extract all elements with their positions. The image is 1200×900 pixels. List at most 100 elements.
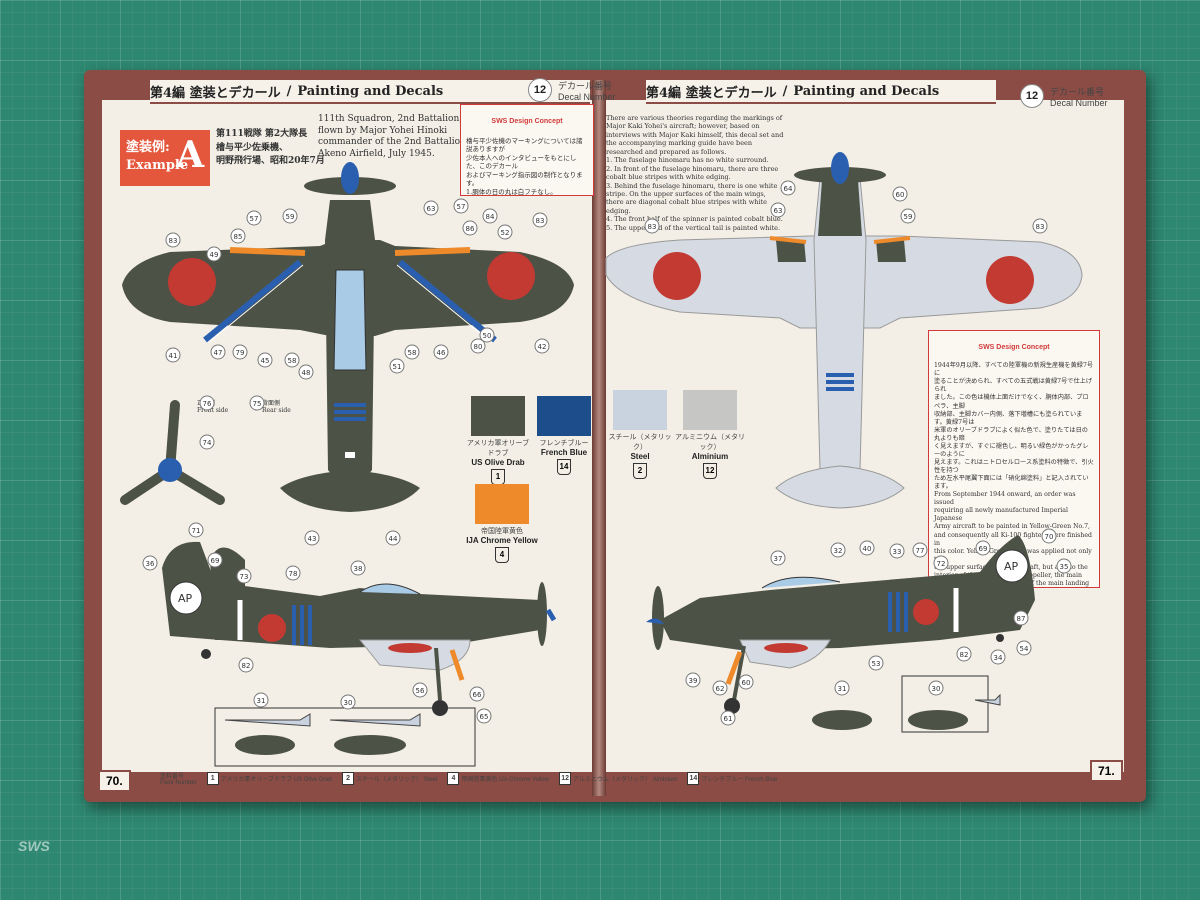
svg-text:31: 31: [257, 697, 266, 705]
svg-text:47: 47: [214, 349, 223, 357]
svg-text:51: 51: [393, 363, 402, 371]
svg-text:AP: AP: [1004, 560, 1019, 573]
svg-text:49: 49: [210, 251, 219, 259]
svg-text:34: 34: [994, 654, 1003, 662]
example-letter: A: [176, 134, 204, 176]
svg-text:75: 75: [253, 400, 262, 408]
left-header: 第4編 塗装とデカール / Painting and Decals: [150, 80, 590, 104]
swatch-en: IJA Chrome Yellow: [466, 536, 538, 545]
svg-text:86: 86: [466, 225, 475, 233]
svg-text:30: 30: [344, 699, 353, 707]
svg-text:37: 37: [774, 555, 783, 563]
decal-badge-jp: デカール番号: [1050, 86, 1105, 97]
svg-text:56: 56: [416, 687, 425, 695]
svg-text:82: 82: [960, 651, 969, 659]
swatch-jp: アメリカ軍オリーブドラブ: [466, 440, 530, 457]
prop-rear-label: 背面側 Rear side: [262, 400, 291, 415]
propeller-drawing: [120, 400, 225, 505]
paint-pot-icon: 12: [703, 463, 717, 479]
svg-text:43: 43: [308, 535, 317, 543]
svg-text:63: 63: [427, 205, 436, 213]
svg-text:59: 59: [286, 213, 295, 221]
right-header-jp: 第4編 塗装とデカール: [646, 85, 777, 101]
example-a-label: 塗装例: Example A: [120, 130, 210, 186]
svg-text:69: 69: [211, 557, 220, 565]
svg-text:33: 33: [893, 548, 902, 556]
svg-text:60: 60: [896, 191, 905, 199]
paint-pot-icon: 1: [491, 469, 505, 485]
aircraft-side-view-right: AP: [646, 535, 1035, 714]
svg-text:44: 44: [389, 535, 398, 543]
svg-text:87: 87: [1017, 615, 1026, 623]
right-decal-badge: 12 デカール番号 Decal Number: [1020, 84, 1108, 108]
drop-tank-details-right: [812, 675, 1001, 733]
swatch-en: Steel: [630, 452, 650, 461]
unit-description-en: 111th Squadron, 2nd Battalion, flown by …: [318, 114, 469, 160]
swatch-steel: スチール（メタリック） Steel 2: [608, 390, 672, 479]
svg-text:84: 84: [486, 213, 495, 221]
svg-text:60: 60: [742, 679, 751, 687]
svg-text:79: 79: [236, 349, 245, 357]
design-concept-text: 檜与平少佐機のマーキングについては諸説ありますが 少佐本人へのインタビューをもと…: [466, 136, 583, 196]
svg-text:85: 85: [234, 233, 243, 241]
svg-text:36: 36: [146, 560, 155, 568]
swatch-color-box: [537, 396, 591, 436]
svg-text:72: 72: [937, 560, 946, 568]
swatch-color-box: [475, 484, 529, 524]
svg-text:65: 65: [480, 713, 489, 721]
svg-text:AP: AP: [178, 592, 193, 605]
svg-text:64: 64: [784, 185, 793, 193]
aircraft-side-view-left: AP: [162, 541, 557, 716]
svg-text:58: 58: [288, 357, 297, 365]
svg-text:42: 42: [538, 343, 547, 351]
design-concept-box-left: SWS Design Concept 檜与平少佐機のマーキングについては諸説あり…: [460, 104, 594, 196]
svg-text:57: 57: [250, 215, 259, 223]
swatch-jp: フレンチブルー: [539, 440, 589, 447]
decal-number-icon: 12: [528, 78, 552, 102]
svg-text:74: 74: [203, 439, 212, 447]
decal-badge-en: Decal Number: [558, 91, 616, 102]
svg-text:73: 73: [240, 573, 249, 581]
right-header-en: Painting and Decals: [793, 83, 940, 99]
svg-text:63: 63: [774, 207, 783, 215]
svg-text:35: 35: [1060, 563, 1069, 571]
left-decal-badge: 12 デカール番号 Decal Number: [528, 78, 616, 102]
swatch-en: Alminium: [691, 452, 729, 461]
svg-text:82: 82: [242, 662, 251, 670]
svg-text:50: 50: [483, 332, 492, 340]
swatch-en: French Blue: [540, 448, 588, 457]
svg-text:30: 30: [932, 685, 941, 693]
swatch-jp: 帝国陸軍黄色: [481, 528, 523, 535]
svg-text:70: 70: [1045, 533, 1054, 541]
design-concept-title: SWS Design Concept: [978, 344, 1050, 352]
aircraft-top-view: [120, 162, 574, 512]
svg-text:83: 83: [1036, 223, 1045, 231]
left-header-en: Painting and Decals: [297, 83, 444, 99]
decal-badge-jp: デカール番号: [558, 80, 613, 91]
svg-text:40: 40: [863, 545, 872, 553]
svg-text:62: 62: [716, 685, 725, 693]
swatch-color-box: [683, 390, 737, 430]
example-label-en: Example: [126, 158, 189, 173]
svg-text:53: 53: [872, 660, 881, 668]
svg-text:71: 71: [192, 527, 201, 535]
paint-pot-icon: 4: [495, 547, 509, 563]
decal-badge-en: Decal Number: [1050, 97, 1108, 108]
swatch-color-box: [613, 390, 667, 430]
paint-pot-icon: 2: [633, 463, 647, 479]
svg-text:66: 66: [473, 691, 482, 699]
svg-text:52: 52: [501, 229, 510, 237]
left-header-jp: 第4編 塗装とデカール: [150, 85, 281, 101]
svg-text:31: 31: [838, 685, 847, 693]
paint-pot-icon: 14: [557, 459, 571, 475]
aircraft-bottom-view: [605, 152, 1083, 509]
svg-text:46: 46: [437, 349, 446, 357]
swatch-jp: アルミニウム（メタリック）: [675, 434, 745, 451]
